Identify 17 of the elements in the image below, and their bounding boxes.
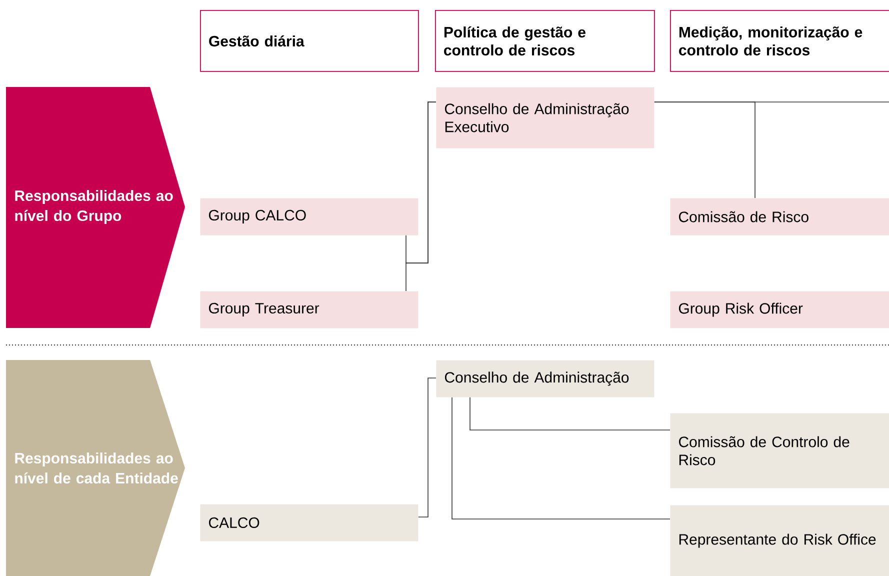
org-box: Conselho de Administração Executivo [436, 87, 654, 148]
connector-line [470, 397, 670, 430]
org-box: Comissão de Controlo de Risco [670, 413, 889, 488]
org-box: Group Treasurer [200, 291, 418, 328]
org-box: Group Risk Officer [670, 291, 889, 328]
chevron-banner: Responsabilidades ao nível de cada Entidade [6, 360, 185, 576]
org-box: Representante do Risk Office [670, 505, 889, 576]
org-box: Group CALCO [200, 198, 418, 236]
chevron-banner: Responsabilidades ao nível do Grupo [6, 87, 185, 328]
column-header-box: Política de gestão e controlo de riscos [435, 10, 655, 72]
org-box: Comissão de Risco [670, 198, 889, 236]
column-header-box: Medição, monitorização e controlo de riscos [670, 10, 889, 72]
connector-line [418, 378, 436, 518]
connector-line [452, 397, 670, 520]
column-header-box: Gestão diária [200, 10, 419, 72]
org-box: CALCO [200, 504, 418, 542]
org-box: Conselho de Administração [436, 360, 654, 398]
